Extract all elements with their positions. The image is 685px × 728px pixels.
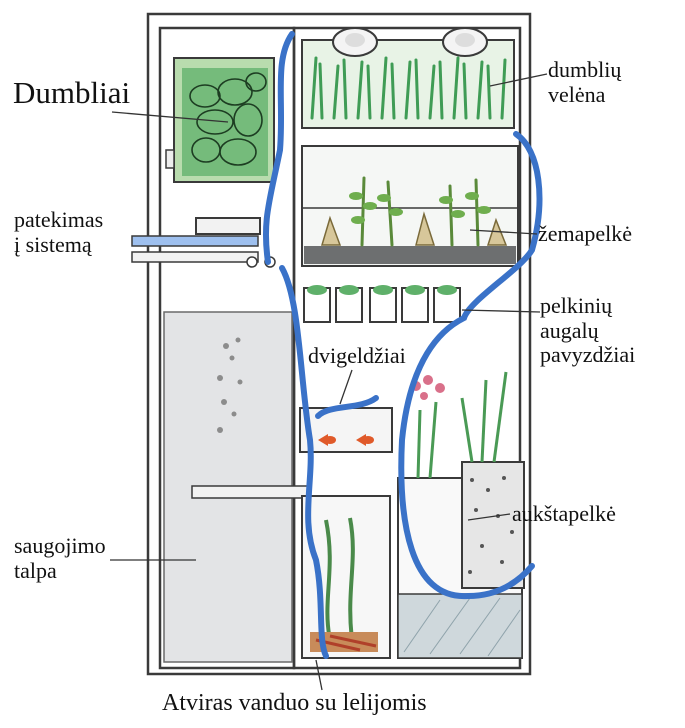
label-pelkiniu-line1: pelkinių xyxy=(540,294,635,319)
bivalve-tank xyxy=(300,408,392,452)
label-pelkiniu-line2: augalų xyxy=(540,319,635,344)
fen-shelf xyxy=(302,146,518,266)
open-water-tank xyxy=(302,496,390,658)
label-patekimas: patekimas į sistemą xyxy=(14,208,103,257)
label-dumbliu-velena-line1: dumblių xyxy=(548,58,621,83)
label-patekimas-line1: patekimas xyxy=(14,208,103,233)
label-pelkiniu-line3: pavyzdžiai xyxy=(540,343,635,368)
label-dumbliai: Dumbliai xyxy=(13,76,130,111)
label-zemapelke: žemapelkė xyxy=(538,222,632,247)
label-dumbliu-velena: dumblių velėna xyxy=(548,58,621,107)
label-pelkiniu: pelkinių augalų pavyzdžiai xyxy=(540,294,635,368)
label-saugojimo: saugojimo talpa xyxy=(14,534,106,583)
label-patekimas-line2: į sistemą xyxy=(14,233,103,258)
algae-box xyxy=(166,58,274,182)
label-saugojimo-line2: talpa xyxy=(14,559,106,584)
label-saugojimo-line1: saugojimo xyxy=(14,534,106,559)
label-dumbliu-velena-line2: velėna xyxy=(548,83,621,108)
label-dvigeldziai: dvigeldžiai xyxy=(308,344,406,369)
inlet-pipe xyxy=(132,218,275,267)
label-atviras: Atviras vanduo su lelijomis xyxy=(162,690,427,717)
algae-turf-tank xyxy=(302,28,514,128)
label-aukstapelke: aukštapelkė xyxy=(512,502,616,527)
